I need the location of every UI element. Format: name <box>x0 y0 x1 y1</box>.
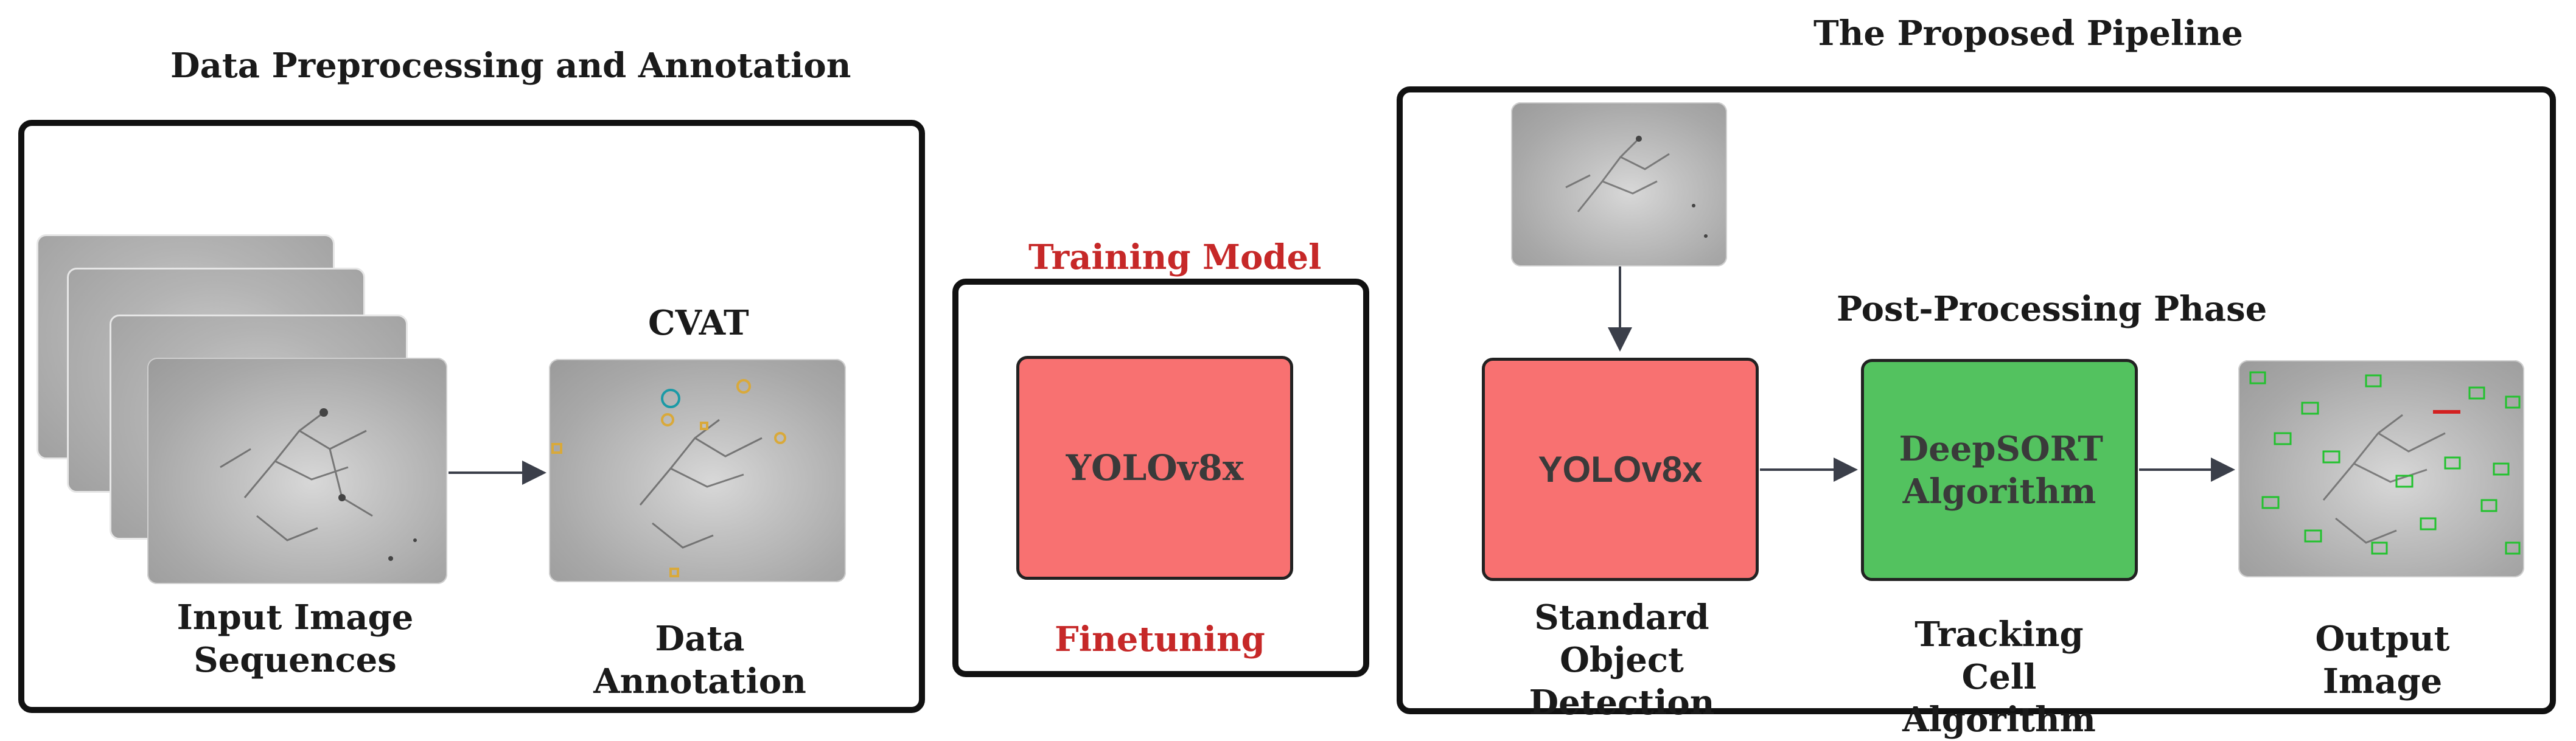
finetuning-label: Finetuning <box>1055 619 1265 659</box>
detector-block: YOLOv8x <box>1482 358 1759 581</box>
output-image <box>2238 360 2524 577</box>
tracker-block: DeepSORT Algorithm <box>1861 359 2138 581</box>
tracking-caption: Tracking Cell Algorithm <box>1902 614 2096 740</box>
annotation-marks <box>551 379 786 577</box>
input-image-frame-4 <box>147 358 447 584</box>
tracker-label: DeepSORT Algorithm <box>1899 428 2103 512</box>
post-processing-heading: Post-Processing Phase <box>1837 289 2267 329</box>
annotation-caption: Data Annotation <box>593 619 806 701</box>
output-caption: Output Image <box>2315 619 2450 701</box>
training-heading: Training Model <box>1028 237 1322 277</box>
tracked-cells <box>2249 371 2521 555</box>
cvat-label: CVAT <box>648 303 749 343</box>
input-image-caption: Input Image Sequences <box>176 597 414 680</box>
training-model-block: YOLOv8x <box>1016 356 1293 580</box>
cell-texture <box>220 408 417 561</box>
detection-caption: Standard Object Detection <box>1529 597 1715 723</box>
pipeline-input-image <box>1511 102 1727 266</box>
pipeline-heading: The Proposed Pipeline <box>1813 13 2243 54</box>
training-model-label: YOLOv8x <box>1066 447 1244 489</box>
cell-texture <box>1565 136 1708 238</box>
annotated-image <box>549 359 846 582</box>
detector-label: YOLOv8x <box>1538 449 1703 490</box>
left-panel-heading: Data Preprocessing and Annotation <box>170 46 851 86</box>
